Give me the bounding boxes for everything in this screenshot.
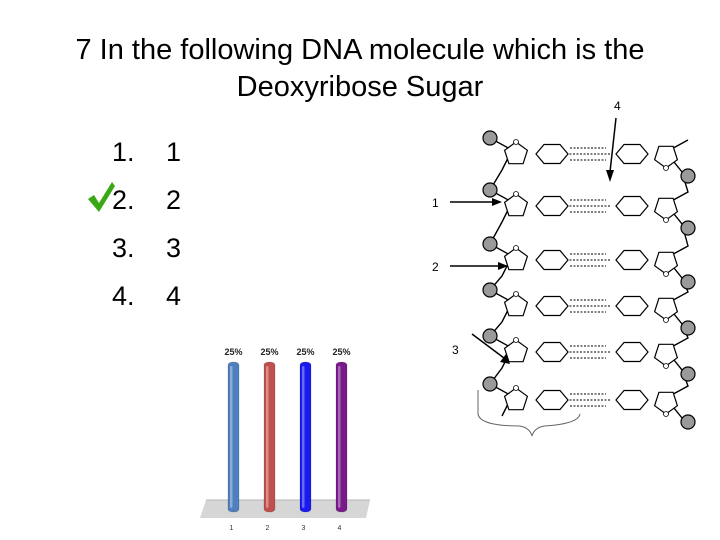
nitrogen-base: [535, 143, 569, 165]
oxygen-atom: [663, 411, 669, 417]
phosphate-group: [680, 320, 696, 336]
option-answer: 2: [166, 185, 182, 215]
chart-bar-highlight: [338, 366, 341, 508]
deoxyribose-sugar: [653, 145, 679, 169]
deoxyribose-sugar: [653, 343, 679, 367]
nitrogen-base: [535, 249, 569, 271]
deoxyribose-sugar: [503, 293, 529, 317]
diagram-label-1: 1: [432, 196, 439, 210]
chart-data-label: 25%: [260, 347, 278, 357]
label-3-arrowhead: [500, 354, 510, 364]
label-4-arrow: [609, 117, 617, 173]
deoxyribose-sugar: [503, 339, 529, 363]
label-2-arrowhead: [498, 262, 508, 270]
diagram-label-3: 3: [452, 343, 459, 357]
oxygen-atom: [513, 139, 519, 145]
diagram-label-2: 2: [432, 260, 439, 274]
backbone-left: [488, 137, 513, 417]
question-title: 7 In the following DNA molecule which is…: [0, 32, 720, 106]
label-4-arrowhead: [606, 170, 614, 182]
nitrogen-base: [615, 195, 649, 217]
chart-floor: [200, 500, 370, 518]
nitrogen-base: [535, 389, 569, 411]
option-number: 4.: [112, 281, 135, 311]
chart-bar-highlight: [230, 366, 233, 508]
chart-bar: [263, 361, 276, 513]
checkmark-icon: [88, 182, 115, 212]
title-line-1: 7 In the following DNA molecule which is…: [75, 34, 645, 66]
option-number: 3.: [112, 233, 135, 263]
nitrogen-base: [615, 341, 649, 363]
chart-data-label: 25%: [224, 347, 242, 357]
nitrogen-base: [535, 195, 569, 217]
nitrogen-base: [615, 143, 649, 165]
oxygen-atom: [513, 191, 519, 197]
oxygen-atom: [513, 291, 519, 297]
option-number: 1.: [112, 137, 135, 167]
deoxyribose-sugar: [653, 297, 679, 321]
phosphate-group: [680, 366, 696, 382]
nitrogen-base: [535, 341, 569, 363]
nitrogen-base: [615, 389, 649, 411]
oxygen-atom: [663, 217, 669, 223]
oxygen-atom: [513, 385, 519, 391]
oxygen-atom: [513, 245, 519, 251]
deoxyribose-sugar: [503, 247, 529, 271]
oxygen-atom: [663, 165, 669, 171]
nitrogen-base: [615, 249, 649, 271]
deoxyribose-sugar: [653, 197, 679, 221]
deoxyribose-sugar: [503, 387, 529, 411]
chart-tick-label: 2: [266, 525, 270, 532]
phosphate-group: [482, 130, 498, 146]
chart-data-label: 25%: [296, 347, 314, 357]
dna-molecule-diagram: 1 2 3 4: [432, 99, 696, 437]
title-line-2: Deoxyribose Sugar: [236, 71, 484, 103]
deoxyribose-sugar: [653, 391, 679, 415]
option-number: 2.: [112, 185, 135, 215]
option-answer: 1: [166, 137, 182, 167]
chart-bar: [227, 361, 240, 513]
oxygen-atom: [663, 317, 669, 323]
phosphate-group: [482, 282, 498, 298]
left-backbone: [488, 137, 513, 417]
response-bar-chart: 25% 25% 25% 25% 1 2 3 4: [200, 347, 370, 532]
chart-tick-label: 1: [230, 525, 234, 532]
bracket-brace: [477, 390, 581, 437]
phosphate-group: [482, 376, 498, 392]
phosphate-group: [680, 414, 696, 430]
phosphate-group: [680, 168, 696, 184]
nucleotide-units: [482, 130, 696, 430]
option-answer: 3: [166, 233, 182, 263]
deoxyribose-sugar: [503, 141, 529, 165]
phosphate-group: [680, 220, 696, 236]
nitrogen-base: [615, 295, 649, 317]
phosphate-group: [482, 328, 498, 344]
chart-bar: [335, 361, 348, 513]
chart-bar-highlight: [266, 366, 269, 508]
label-3-arrow: [471, 333, 505, 359]
base-pair-rungs: [566, 147, 610, 407]
label-1-arrowhead: [492, 198, 502, 206]
chart-bar: [299, 361, 312, 513]
oxygen-atom: [513, 337, 519, 343]
phosphate-group: [482, 236, 498, 252]
deoxyribose-sugar: [503, 193, 529, 217]
nitrogen-base: [535, 295, 569, 317]
chart-data-label: 25%: [332, 347, 350, 357]
chart-bar-highlight: [302, 366, 305, 508]
diagram-label-4: 4: [614, 99, 621, 113]
deoxyribose-sugar: [653, 251, 679, 275]
option-answer: 4: [166, 281, 182, 311]
oxygen-atom: [663, 363, 669, 369]
chart-tick-label: 4: [338, 525, 342, 532]
chart-tick-label: 3: [302, 525, 306, 532]
phosphate-group: [482, 182, 498, 198]
phosphate-group: [680, 274, 696, 290]
oxygen-atom: [663, 271, 669, 277]
